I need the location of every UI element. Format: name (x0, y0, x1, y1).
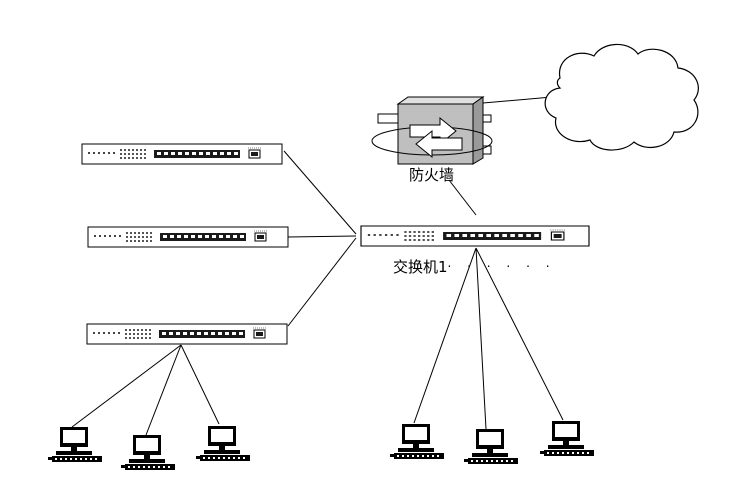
connection-lines (71, 96, 564, 436)
link-core-switch-c (287, 237, 357, 327)
link-core-firewall (448, 179, 477, 216)
core-switch-tail: . . . . . . (447, 256, 556, 270)
computer-icon (464, 429, 518, 464)
switch-icon (81, 143, 283, 165)
link-switchc-pc3 (180, 344, 220, 425)
switch-icon (360, 225, 590, 247)
computer-icon (540, 421, 594, 456)
computer-icon (196, 426, 250, 461)
core-switch-name: 交换机1 (393, 258, 448, 276)
link-core-switch-b (287, 235, 357, 238)
link-core-pc6 (475, 247, 564, 421)
computer-icon (48, 427, 102, 462)
link-firewall-cloud (482, 96, 553, 104)
cloud-icon (544, 43, 699, 151)
link-core-switch-a (283, 150, 357, 235)
switch-icon (87, 226, 289, 248)
computer-icon (390, 424, 444, 459)
core-switch (360, 225, 590, 247)
access-switch-a (81, 143, 283, 165)
switch-icon (86, 323, 288, 345)
access-switch-b (87, 226, 289, 248)
link-switchc-pc1 (71, 344, 182, 428)
computer-icon (121, 435, 175, 470)
core-switch-label: 交换机1. . . . . . (393, 256, 556, 277)
link-switchc-pc2 (145, 344, 182, 436)
link-core-pc5 (475, 247, 487, 430)
firewall-label: 防火墙 (409, 166, 455, 184)
link-core-pc4 (413, 247, 477, 424)
access-switch-c (86, 323, 288, 345)
firewall-icon (371, 96, 493, 165)
